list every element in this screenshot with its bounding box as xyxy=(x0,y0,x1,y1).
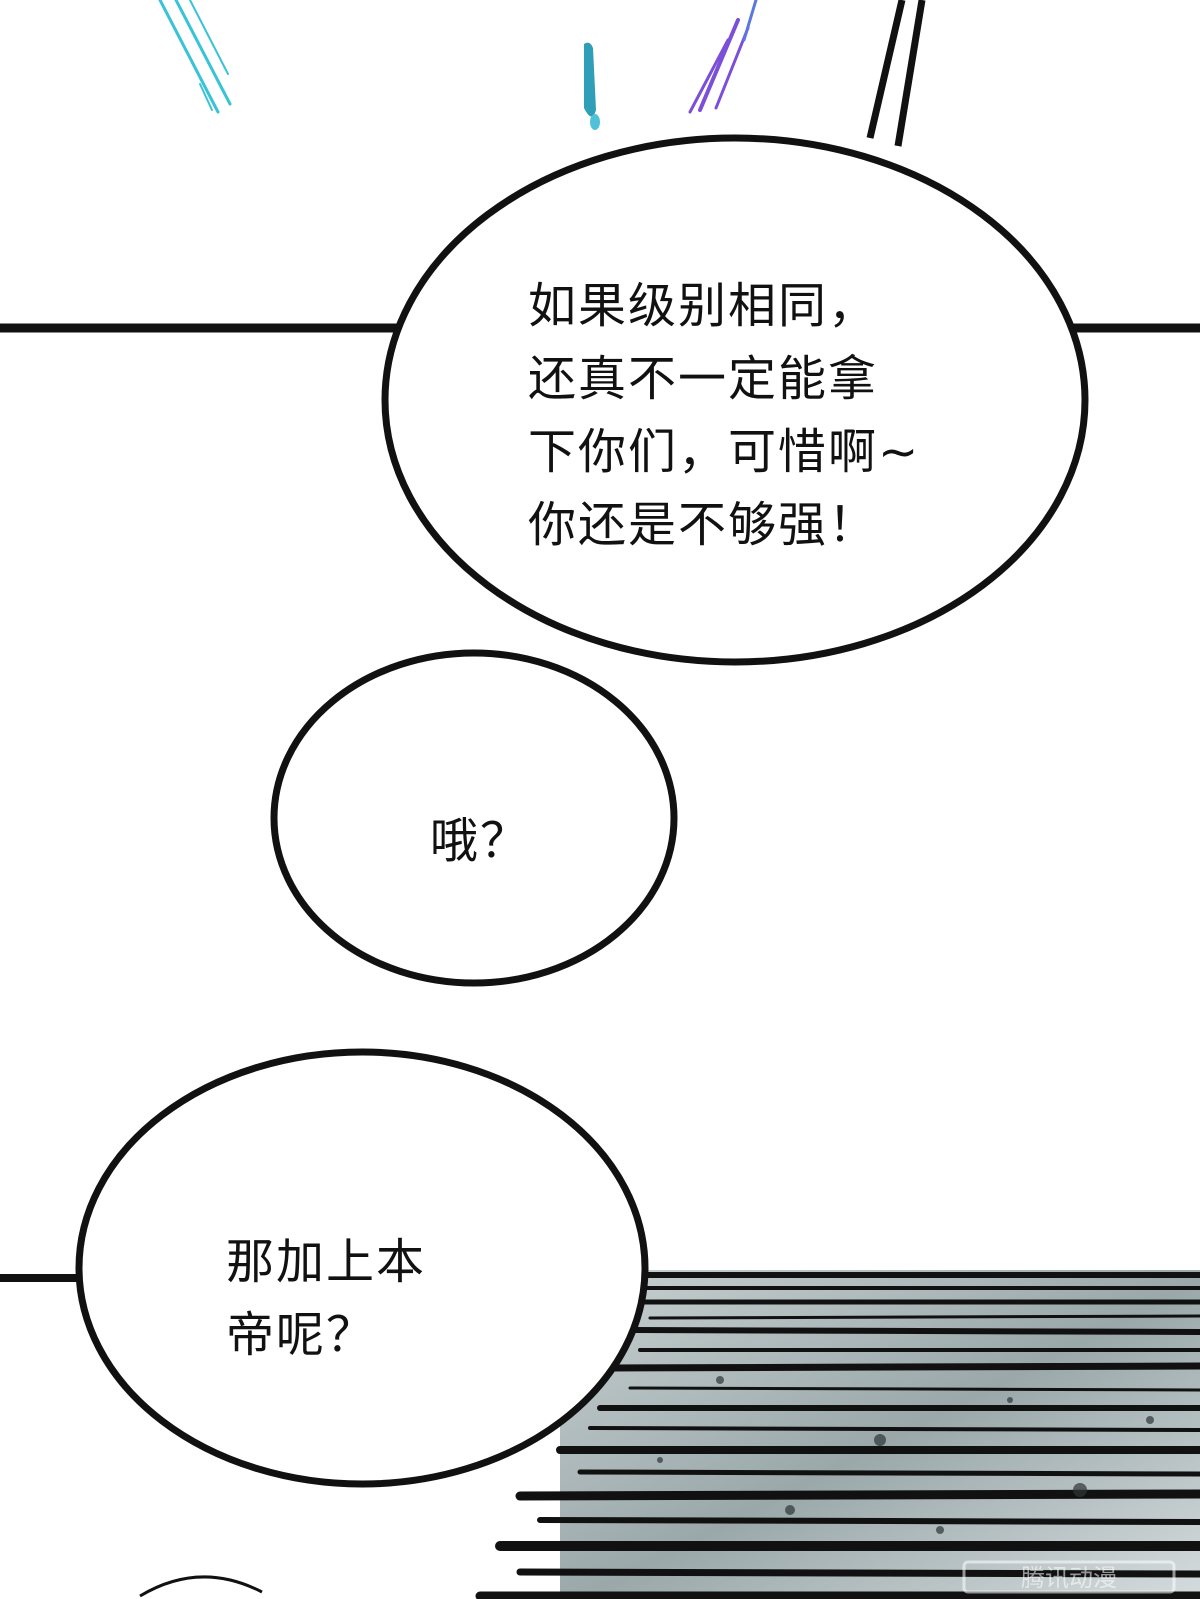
bubble-1-text: 如果级别相同， 还真不一定能拿 下你们，可惜啊~ 你还是不够强！ xyxy=(528,270,920,562)
purple-energy-streaks xyxy=(688,0,758,114)
speed-lines-panel xyxy=(475,1270,1200,1599)
bubble-3-text: 那加上本 帝呢？ xyxy=(226,1226,426,1372)
speech-bubble-small xyxy=(270,649,678,987)
bubble-1-line: 如果级别相同， xyxy=(528,278,879,334)
bubble-1-line: 还真不一定能拿 xyxy=(528,351,879,407)
bubble-3-line: 帝呢？ xyxy=(226,1307,377,1363)
watermark-logo: 腾讯动漫 xyxy=(962,1560,1176,1594)
bubble-1-line: 下你们，可惜啊~ xyxy=(528,424,921,480)
curved-stroke xyxy=(139,1575,263,1598)
speech-bubble-large xyxy=(381,0,1089,666)
watermark-text: 腾讯动漫 xyxy=(1021,1564,1117,1592)
cyan-energy-streaks xyxy=(158,0,232,114)
teal-drip xyxy=(584,42,600,130)
bubble-2-text: 哦？ xyxy=(430,805,530,878)
bubble-2-line: 哦？ xyxy=(430,813,531,869)
bubble-1-line: 你还是不够强！ xyxy=(528,497,879,553)
speech-bubble-bottom xyxy=(75,1048,649,1488)
bubble-3-line: 那加上本 xyxy=(226,1234,427,1290)
